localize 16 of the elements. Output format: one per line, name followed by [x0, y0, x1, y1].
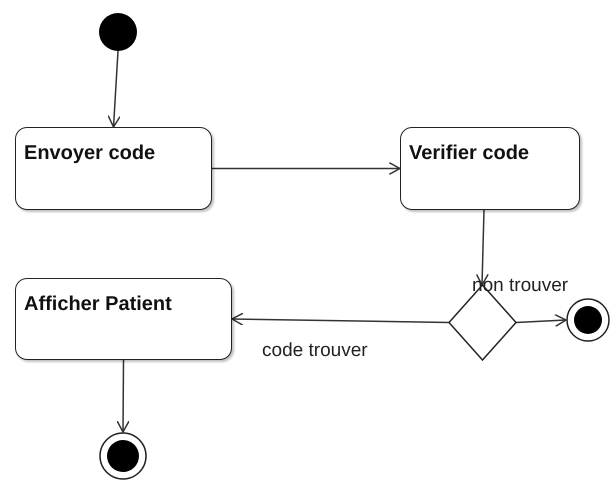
edge-label: code trouver	[262, 340, 368, 362]
activity-label: Envoyer code	[24, 142, 156, 165]
activity-box	[400, 127, 580, 210]
start-node	[99, 13, 137, 51]
arrow	[212, 162, 401, 176]
activity-label: Afficher Patient	[24, 293, 172, 316]
end-node	[99, 432, 147, 480]
end-node	[566, 298, 610, 342]
arrow	[231, 312, 450, 326]
activity-box	[15, 278, 232, 360]
activity-label: Verifier code	[409, 142, 530, 165]
arrow	[107, 50, 121, 128]
arrow	[116, 360, 130, 433]
activity-box	[15, 127, 212, 210]
arrow	[476, 210, 490, 286]
arrow	[516, 314, 567, 328]
